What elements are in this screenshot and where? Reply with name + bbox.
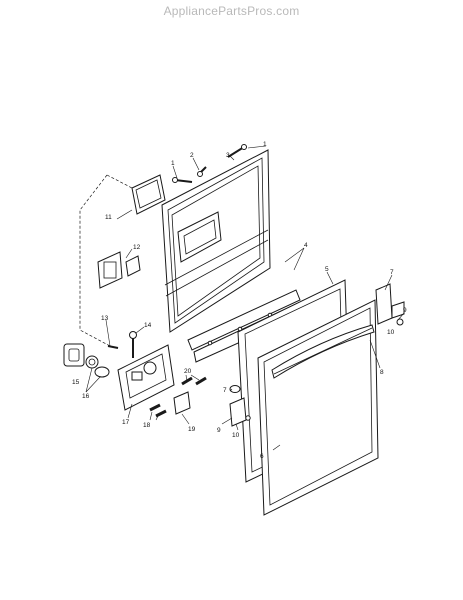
callout: 10	[387, 329, 395, 336]
callout: 10	[232, 432, 240, 439]
callout: 13	[101, 315, 109, 322]
callout: 1	[171, 160, 175, 167]
callout: 18	[143, 422, 151, 429]
callout: 7	[390, 269, 394, 276]
springs-and-clips	[149, 376, 207, 418]
callout: 3	[226, 152, 230, 159]
callout: 2	[190, 152, 194, 159]
rinse-aid-cap	[97, 251, 141, 289]
door-screws	[172, 144, 247, 183]
dispenser-opening	[177, 211, 222, 263]
callout-labels: 1 1 2 3 4 5 6 7 7 8 9 9 10 10 11 12 13 1…	[72, 141, 407, 460]
callout: 16	[82, 393, 90, 400]
callout: 14	[144, 322, 152, 329]
switch-parts	[63, 331, 137, 378]
leader-lines	[85, 145, 405, 451]
site-watermark: AppliancePartsPros.com	[163, 4, 300, 18]
callout: 7	[223, 387, 227, 394]
door-panel-outer	[257, 299, 379, 516]
callout: 4	[304, 242, 308, 249]
vent-guide-line	[79, 174, 111, 347]
callout: 1	[263, 141, 267, 148]
callout: 19	[188, 426, 196, 433]
callout: 17	[122, 419, 130, 426]
vent-gasket	[131, 174, 166, 215]
callout: 15	[72, 379, 80, 386]
callout: 20	[184, 368, 192, 375]
callout: 12	[133, 244, 141, 251]
door-handle	[271, 324, 375, 379]
door-latch	[117, 344, 175, 411]
callout: 11	[105, 214, 112, 221]
callout: 5	[325, 266, 329, 273]
callout: 6	[260, 453, 264, 460]
hinge-bracket-right	[375, 283, 405, 326]
callout: 8	[380, 369, 384, 376]
callout: 9	[217, 427, 221, 434]
callout: 9	[403, 307, 407, 314]
